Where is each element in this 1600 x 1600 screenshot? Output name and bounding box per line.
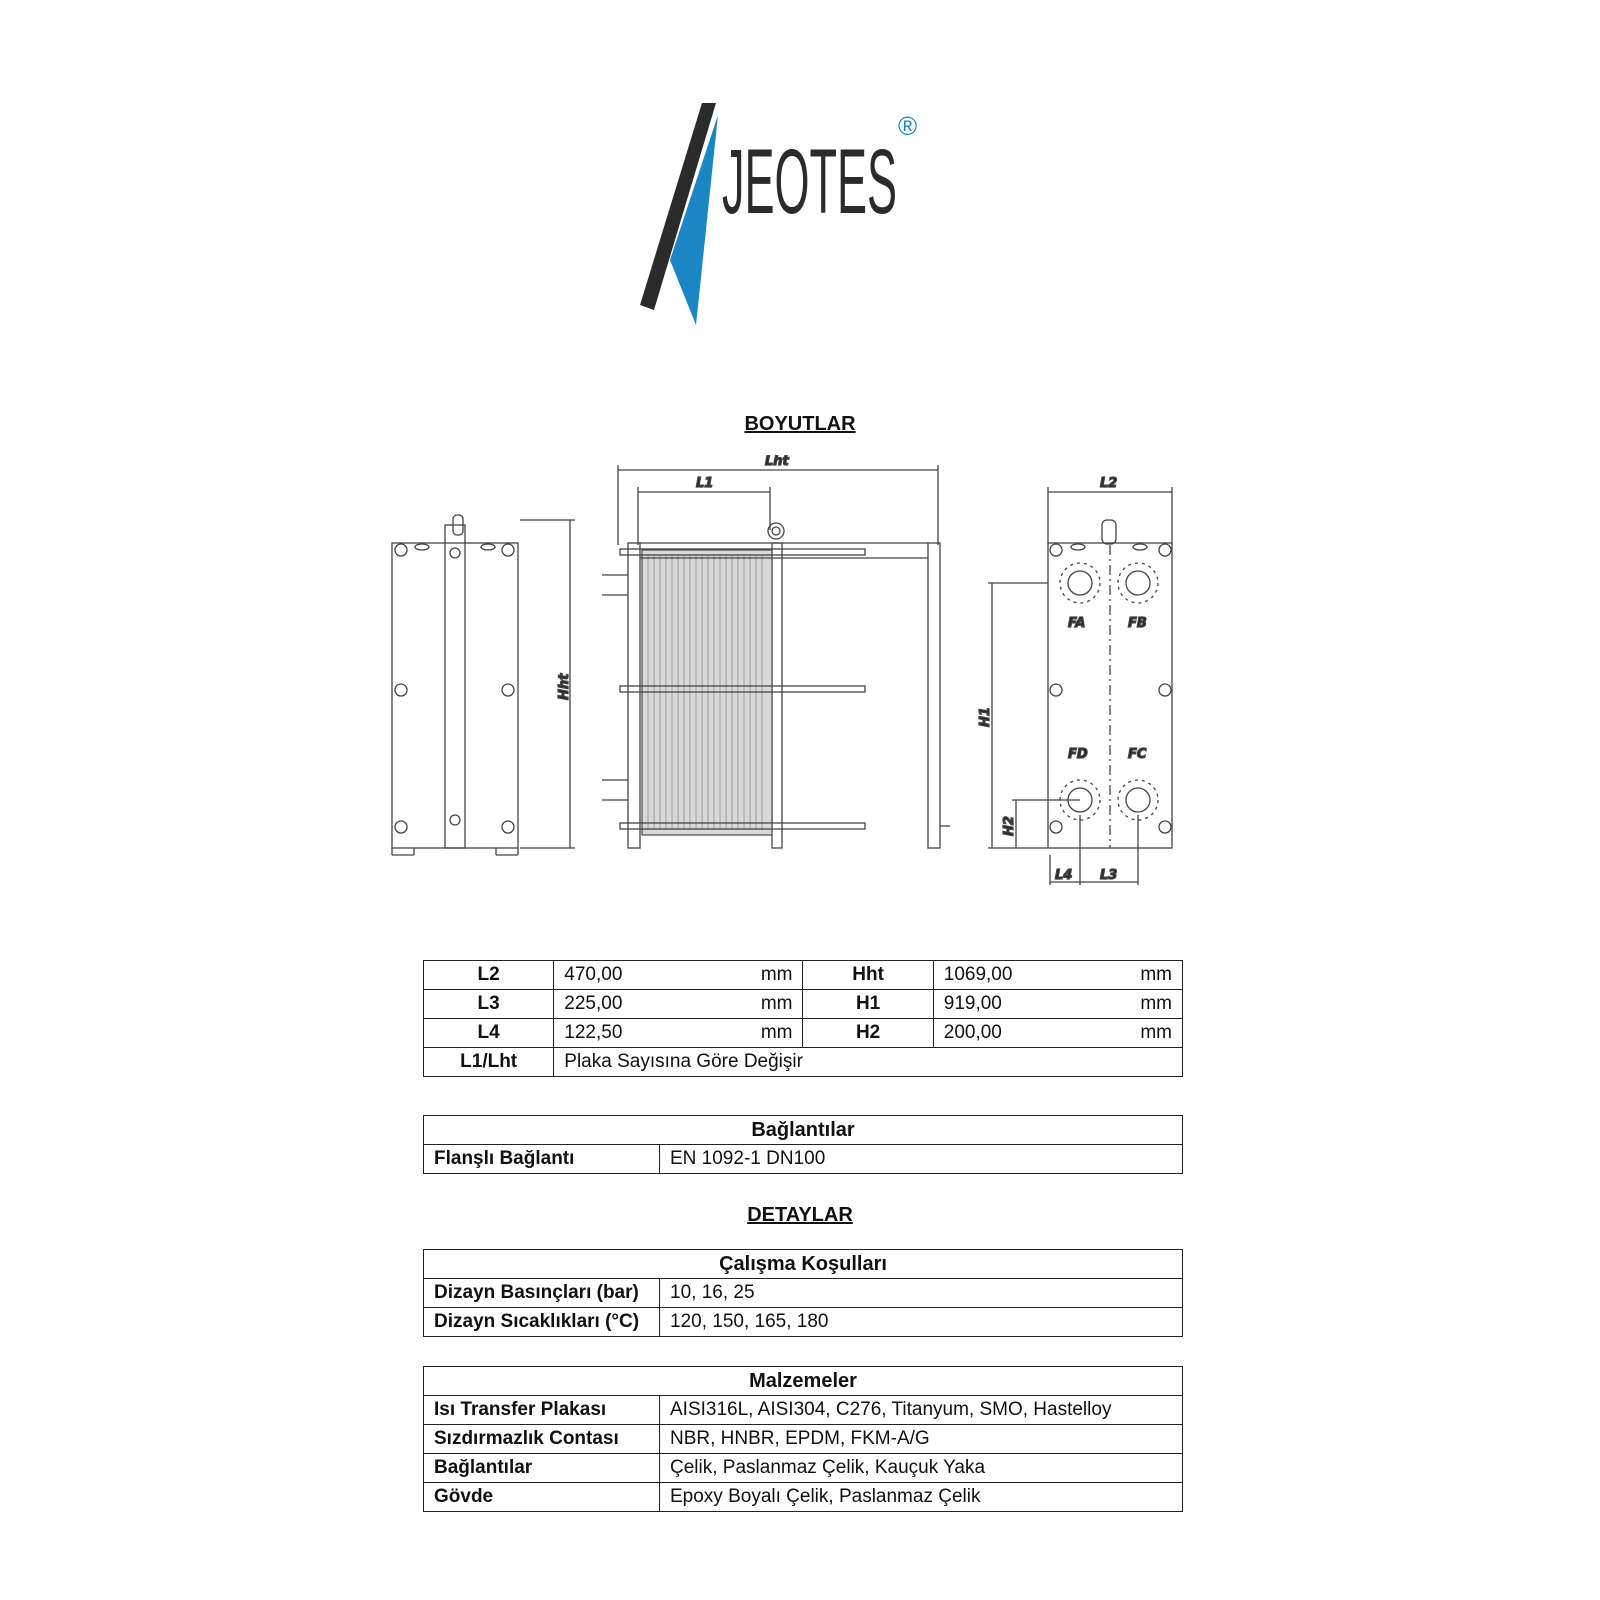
table-header-row: Çalışma Koşulları: [423, 1249, 1183, 1279]
label-h1: H1: [978, 707, 993, 727]
label-h2: H2: [1002, 816, 1017, 836]
dim-value: Plaka Sayısına Göre Değişir: [553, 1047, 1183, 1077]
label-fc: FC: [1128, 747, 1147, 762]
dim-key: L4: [422, 1018, 555, 1048]
row-key: Bağlantılar: [423, 1453, 660, 1483]
table-row: Sızdırmazlık Contası NBR, HNBR, EPDM, FK…: [423, 1424, 1183, 1454]
table-row: Bağlantılar Çelik, Paslanmaz Çelik, Kauç…: [423, 1453, 1183, 1483]
row-key: Flanşlı Bağlantı: [423, 1144, 660, 1174]
label-l3: L3: [1100, 868, 1117, 883]
operating-title: Çalışma Koşulları: [423, 1249, 1183, 1279]
row-key: Gövde: [423, 1482, 660, 1512]
dimensions-title: BOYUTLAR: [744, 413, 856, 435]
dim-value: 919,00: [932, 989, 1120, 1019]
dim-unit: mm: [740, 1018, 804, 1048]
row-key: Isı Transfer Plakası: [423, 1395, 660, 1425]
materials-table: Malzemeler Isı Transfer Plakası AISI316L…: [423, 1366, 1183, 1512]
dim-unit: mm: [1119, 1018, 1183, 1048]
table-row: L3 225,00 mm H1 919,00 mm: [422, 989, 1183, 1019]
table-row: Dizayn Basınçları (bar) 10, 16, 25: [423, 1278, 1183, 1308]
details-title: DETAYLAR: [747, 1204, 853, 1226]
dimensions-table: L2 470,00 mm Hht 1069,00 mm L3 225,00 mm…: [422, 960, 1183, 1077]
end-view: [988, 487, 1173, 885]
row-value: NBR, HNBR, EPDM, FKM-A/G: [659, 1424, 1183, 1454]
jeotes-logo: JEOTES ®: [640, 103, 917, 325]
connections-title: Bağlantılar: [423, 1115, 1183, 1145]
dim-value: 200,00: [932, 1018, 1120, 1048]
row-value: Epoxy Boyalı Çelik, Paslanmaz Çelik: [659, 1482, 1183, 1512]
connections-table: Bağlantılar Flanşlı Bağlantı EN 1092-1 D…: [423, 1115, 1183, 1174]
table-row: Dizayn Sıcaklıkları (°C) 120, 150, 165, …: [423, 1307, 1183, 1337]
heat-exchanger-drawing: Hht Lht L1: [391, 455, 1173, 885]
dim-value: 1069,00: [932, 960, 1120, 990]
materials-title: Malzemeler: [423, 1366, 1183, 1396]
row-value: 10, 16, 25: [659, 1278, 1183, 1308]
dim-unit: mm: [740, 960, 804, 990]
table-row: Gövde Epoxy Boyalı Çelik, Paslanmaz Çeli…: [423, 1482, 1183, 1512]
row-value: EN 1092-1 DN100: [659, 1144, 1183, 1174]
table-header-row: Malzemeler: [423, 1366, 1183, 1396]
logo-brand-text: JEOTES: [722, 131, 897, 233]
side-view: [391, 514, 575, 856]
label-l2: L2: [1100, 476, 1117, 491]
dim-value: 122,50: [553, 1018, 741, 1048]
dim-key: L1/Lht: [422, 1047, 555, 1077]
dim-unit: mm: [740, 989, 804, 1019]
dim-key: L3: [422, 989, 555, 1019]
label-l1: L1: [696, 476, 713, 491]
table-row: L4 122,50 mm H2 200,00 mm: [422, 1018, 1183, 1048]
dim-key: H2: [802, 1018, 934, 1048]
logo-registered-mark: ®: [898, 111, 917, 141]
dim-key: Hht: [802, 960, 934, 990]
label-fa: FA: [1068, 616, 1085, 631]
row-key: Dizayn Sıcaklıkları (°C): [423, 1307, 660, 1337]
table-header-row: Bağlantılar: [423, 1115, 1183, 1145]
dim-key: H1: [802, 989, 934, 1019]
label-l4: L4: [1055, 868, 1072, 883]
label-fb: FB: [1128, 616, 1147, 631]
row-value: 120, 150, 165, 180: [659, 1307, 1183, 1337]
table-row: L2 470,00 mm Hht 1069,00 mm: [422, 960, 1183, 990]
dim-unit: mm: [1119, 960, 1183, 990]
dim-value: 470,00: [553, 960, 741, 990]
row-value: Çelik, Paslanmaz Çelik, Kauçuk Yaka: [659, 1453, 1183, 1483]
label-hht: Hht: [557, 673, 572, 700]
front-view: [602, 465, 950, 849]
table-row: Flanşlı Bağlantı EN 1092-1 DN100: [423, 1144, 1183, 1174]
table-row: L1/Lht Plaka Sayısına Göre Değişir: [422, 1047, 1183, 1077]
dim-key: L2: [422, 960, 555, 990]
row-key: Sızdırmazlık Contası: [423, 1424, 660, 1454]
dim-value: 225,00: [553, 989, 741, 1019]
operating-conditions-table: Çalışma Koşulları Dizayn Basınçları (bar…: [423, 1249, 1183, 1337]
logo-dark-stripe: [640, 103, 716, 310]
table-row: Isı Transfer Plakası AISI316L, AISI304, …: [423, 1395, 1183, 1425]
label-lht: Lht: [765, 455, 790, 469]
dim-unit: mm: [1119, 989, 1183, 1019]
label-fd: FD: [1068, 747, 1088, 762]
logo-blue-stripe: [670, 115, 718, 325]
row-key: Dizayn Basınçları (bar): [423, 1278, 660, 1308]
row-value: AISI316L, AISI304, C276, Titanyum, SMO, …: [659, 1395, 1183, 1425]
